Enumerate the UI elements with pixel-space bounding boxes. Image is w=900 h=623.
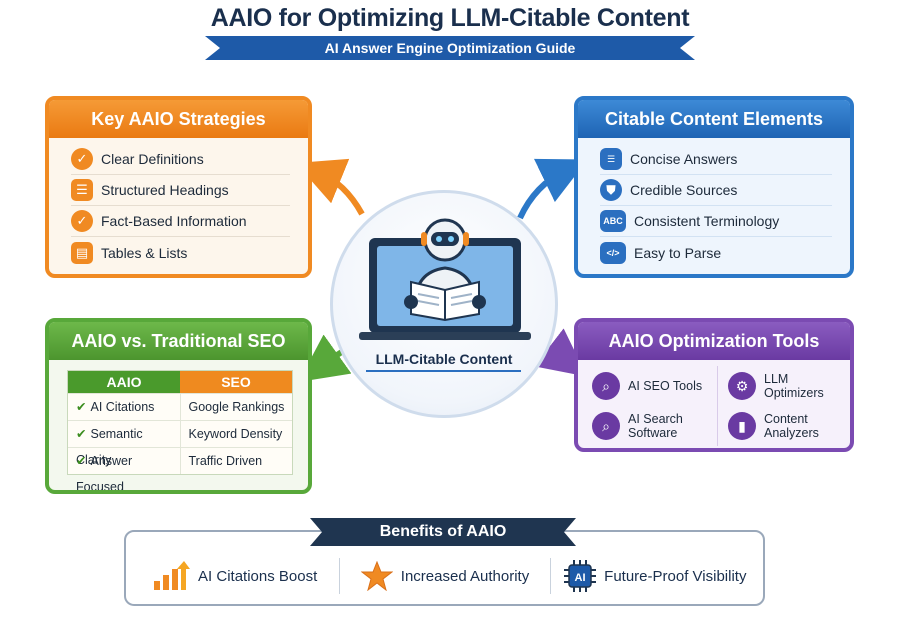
magnifier-icon: ⌕ [592, 412, 620, 440]
robot-reading-laptop-icon [359, 218, 531, 340]
gear-icon: ⚙ [728, 372, 756, 400]
check-icon: ✔ [76, 454, 87, 468]
code-icon: </> [600, 241, 626, 264]
check-icon: ✔ [76, 427, 87, 441]
table-row: ✔Answer Focused Traffic Driven [68, 447, 292, 490]
star-icon [360, 561, 393, 591]
arrow-to-strategies [295, 158, 365, 216]
strategies-title: Key AAIO Strategies [49, 100, 308, 138]
tools-panel: AAIO Optimization Tools ⌕ AI SEO Tools ⚙… [574, 318, 854, 452]
comparison-table: AAIO SEO ✔AI Citations Google Rankings ✔… [67, 370, 293, 490]
list-item: ▤ Tables & Lists [71, 237, 290, 268]
list-item: ⛊ Credible Sources [600, 175, 832, 206]
arrow-to-citable [517, 158, 588, 220]
center-underline [366, 370, 521, 372]
magnifier-icon: ⌕ [592, 372, 620, 400]
subtitle-ribbon: AI Answer Engine Optimization Guide [205, 36, 695, 60]
compare-title: AAIO vs. Traditional SEO [49, 322, 308, 360]
table-row: ✔AI Citations Google Rankings [68, 393, 292, 420]
check-circle-icon: ✓ [71, 210, 93, 232]
tools-title: AAIO Optimization Tools [578, 322, 850, 360]
citable-title: Citable Content Elements [578, 100, 850, 138]
list-icon: ☰ [600, 148, 622, 170]
column-header-seo: SEO [180, 371, 292, 393]
benefit-item: AI Future-Proof Visibility [549, 558, 760, 594]
list-item: </> Easy to Parse [600, 237, 832, 268]
ai-chip-icon: AI [564, 560, 597, 592]
center-label: LLM-Citable Content [375, 351, 513, 367]
abc-icon: ABC [600, 210, 626, 232]
check-circle-icon: ✓ [71, 148, 93, 170]
benefits-title: Benefits of AAIO [379, 523, 507, 540]
list-item: ☰ Concise Answers [600, 144, 832, 175]
table-row: ✔Semantic Clarity Keyword Density [68, 420, 292, 467]
subtitle: AI Answer Engine Optimization Guide [324, 40, 576, 56]
heading-icon: ☰ [71, 179, 93, 201]
column-header-aaio: AAIO [68, 371, 180, 393]
benefit-item: AI Citations Boost [130, 558, 339, 594]
strategies-panel: Key AAIO Strategies ✓ Clear Definitions … [45, 96, 312, 278]
bar-chart-icon: ▮ [728, 412, 756, 440]
tool-item: ⌕ AI Search Software [592, 406, 717, 446]
list-item: ✓ Fact-Based Information [71, 206, 290, 237]
citable-panel: Citable Content Elements ☰ Concise Answe… [574, 96, 854, 278]
check-icon: ✔ [76, 400, 87, 414]
table-icon: ▤ [71, 241, 93, 264]
tool-item: ⚙ LLM Optimizers [717, 366, 842, 406]
tool-item: ⌕ AI SEO Tools [592, 366, 717, 406]
growth-chart-icon [152, 561, 191, 591]
benefits-ribbon [310, 518, 576, 546]
svg-text:AI: AI [575, 572, 586, 584]
benefit-item: Increased Authority [339, 558, 549, 594]
shield-icon: ⛊ [600, 179, 622, 201]
list-item: ☰ Structured Headings [71, 175, 290, 206]
compare-panel: AAIO vs. Traditional SEO AAIO SEO ✔AI Ci… [45, 318, 312, 494]
tool-item: ▮ Content Analyzers [717, 406, 842, 446]
page-title: AAIO for Optimizing LLM-Citable Content [210, 4, 690, 32]
list-item: ABC Consistent Terminology [600, 206, 832, 237]
list-item: ✓ Clear Definitions [71, 144, 290, 175]
